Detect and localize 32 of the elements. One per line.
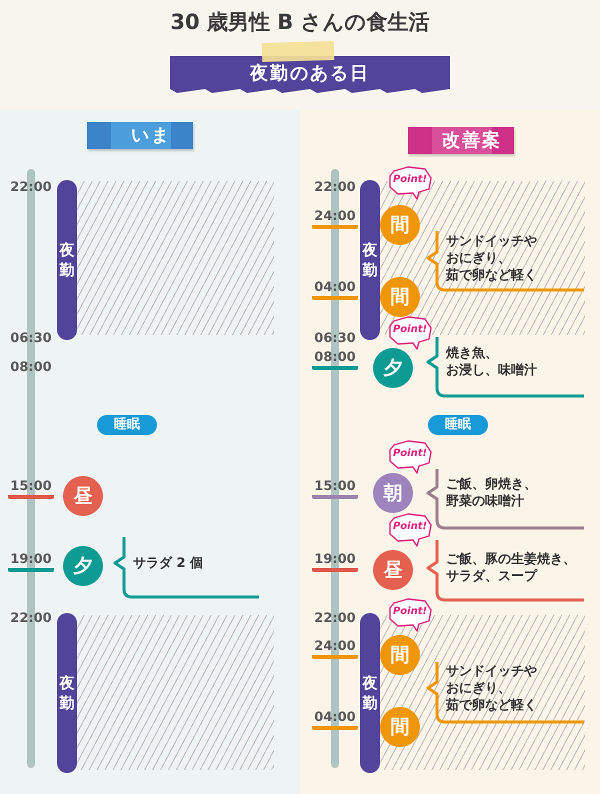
time-label: 22:00 [9,611,53,627]
menu-callout: サンドイッチやおにぎり、茹で卵など軽く [426,662,584,724]
section-tab: いま [87,122,193,149]
night-shift-bar: 夜勤 [360,613,380,773]
night-shift-bar: 夜勤 [57,180,77,340]
point-speech-bubble: Point! [388,598,432,632]
point-speech-bubble: Point! [388,316,432,350]
night-shift-bar: 夜勤 [57,613,77,773]
time-label: 19:00 [8,552,54,572]
time-label: 15:00 [8,479,54,499]
menu-callout: サラダ 2 個 [113,537,259,599]
point-speech-bubble: Point! [388,166,432,200]
time-label: 06:30 [313,331,357,347]
menu-callout: ご飯、卵焼き、野菜の味噌汁 [426,469,584,530]
time-label: 19:00 [312,552,358,572]
menu-callout: ご飯、豚の生姜焼き、サラダ、スープ [426,540,584,602]
time-label: 22:00 [313,611,357,627]
point-speech-bubble: Point! [388,440,432,474]
time-label: 08:00 [312,350,358,370]
sleep-badge: 睡眠 [97,415,157,435]
time-label: 22:00 [313,180,357,196]
time-label: 06:30 [9,331,53,347]
section-tab: 改善案 [408,127,514,154]
time-label: 08:00 [9,360,53,376]
menu-callout: サンドイッチやおにぎり、茹で卵など軽く [426,231,584,292]
time-label: 15:00 [312,479,358,499]
time-label: 22:00 [9,180,53,196]
point-speech-bubble: Point! [388,513,432,547]
night-shift-bar: 夜勤 [360,180,380,340]
menu-callout: 焼き魚、お浸し、味噌汁 [426,337,584,398]
sleep-badge: 睡眠 [428,415,488,435]
page-title: 30 歳男性 B さんの食生活 [169,9,431,35]
